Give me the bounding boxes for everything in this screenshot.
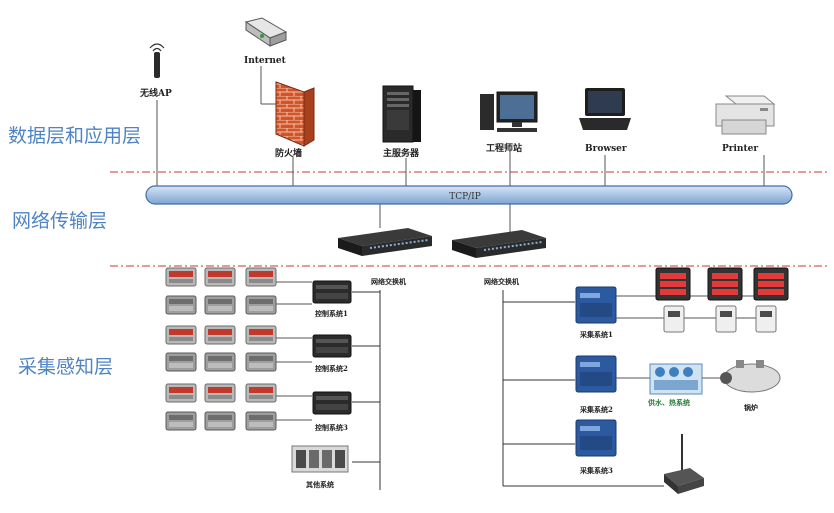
water-heat-system-icon [649, 363, 703, 395]
other-system-label: 其他系统 [306, 480, 334, 489]
power-meter-1 [655, 267, 691, 301]
right-trunk-lines [502, 290, 664, 487]
control-system-2-label: 控制系统2 [315, 364, 348, 373]
main-server-label: 主服务器 [383, 147, 420, 159]
control-box-2 [312, 334, 352, 358]
control-system-1-label: 控制系统1 [315, 309, 348, 318]
layer-title-network: 网络传输层 [12, 210, 107, 232]
bus-label: TCP/IP [449, 192, 481, 202]
browser-label: Browser [585, 144, 627, 154]
network-switch-left [338, 228, 432, 256]
controller-group-3 [165, 383, 277, 431]
controller-group-1 [165, 267, 277, 315]
wireless-gateway-icon [664, 434, 704, 494]
firewall-label: 防火墙 [275, 147, 302, 159]
firewall-icon [275, 81, 315, 147]
printer-icon [715, 95, 776, 135]
layer-title-data-app: 数据层和应用层 [8, 125, 141, 147]
internet-label: Internet [244, 56, 287, 66]
boiler-label: 锅炉 [743, 403, 758, 412]
collector-device-2 [575, 355, 617, 393]
control-system-3-label: 控制系统3 [315, 423, 348, 432]
printer-label: Printer [722, 144, 758, 154]
control-box-1 [312, 280, 352, 304]
network-switch-right [452, 230, 546, 258]
switch-label-left: 网络交换机 [371, 277, 406, 286]
collection-system-2-label: 采集系统2 [579, 405, 613, 414]
flow-meter-1 [663, 305, 685, 333]
wifi-ap-label: 无线AP [139, 87, 172, 99]
collection-system-1-label: 采集系统1 [579, 330, 613, 339]
flow-meter-3 [755, 305, 777, 333]
power-meter-2 [707, 267, 743, 301]
boiler-icon [720, 360, 781, 393]
flow-meter-2 [715, 305, 737, 333]
workstation-label: 工程师站 [486, 142, 522, 154]
main-server-icon [382, 85, 421, 143]
controller-group-2 [165, 325, 277, 372]
collection-system-3-label: 采集系统3 [579, 466, 613, 475]
switch-label-right: 网络交换机 [484, 277, 519, 286]
collector-device-1 [575, 286, 617, 324]
layer-title-sensing: 采集感知层 [18, 356, 113, 378]
left-trunk-lines [352, 290, 381, 490]
group-3-links [276, 395, 312, 421]
water-heat-label: 供水、热系统 [647, 398, 690, 407]
power-meter-3 [753, 267, 789, 301]
laptop-icon [579, 88, 631, 130]
group-1-links [276, 281, 312, 305]
bus-drop-lines [156, 100, 765, 232]
collector-1-links [616, 295, 756, 319]
plc-icon [291, 445, 349, 473]
internet-router-icon [244, 17, 288, 47]
wifi-ap-icon [149, 43, 165, 78]
collector-device-3 [575, 419, 617, 457]
tcp-ip-bus [145, 185, 793, 205]
control-box-3 [312, 391, 352, 415]
workstation-icon [480, 91, 538, 132]
group-2-links [276, 337, 312, 363]
